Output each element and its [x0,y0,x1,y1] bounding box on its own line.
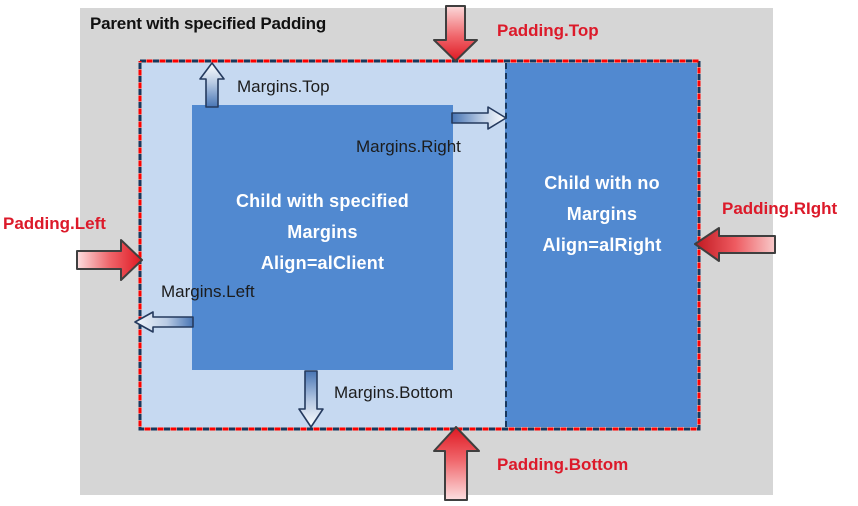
child-alclient-line3: Align=alClient [260,253,385,273]
margins-bottom-label: Margins.Bottom [334,383,454,402]
padding-area: Child with specified Margins Align=alCli… [138,59,701,431]
margins-bottom-arrow-icon [298,370,324,428]
parent-title: Parent with specified Padding [90,14,327,33]
margins-left-arrow-icon [134,311,194,333]
child-alright-panel: Child with no Margins Align=alRight [505,63,697,427]
padding-right-label: Padding.RIght [722,199,838,218]
child-alclient-line2: Margins [287,222,358,242]
padding-bottom-arrow-icon [433,426,480,501]
padding-bottom-label: Padding.Bottom [497,455,629,474]
padding-top-label: Padding.Top [497,21,599,40]
padding-right-arrow-icon [694,227,776,262]
margins-top-arrow-icon [199,62,225,108]
padding-top-arrow-icon [433,5,478,62]
child-alright-line1: Child with no [544,172,660,193]
margins-top-label: Margins.Top [237,77,330,96]
padding-left-label: Padding.Left [3,214,106,233]
padding-left-arrow-icon [76,239,143,281]
margins-left-label: Margins.Left [161,282,255,301]
margins-right-arrow-icon [451,106,507,130]
child-alclient-line1: Child with specified [235,191,409,211]
margins-right-label: Margins.Right [356,137,461,156]
child-alright-line3: Align=alRight [542,234,662,255]
child-alright-line2: Margins [566,203,638,224]
